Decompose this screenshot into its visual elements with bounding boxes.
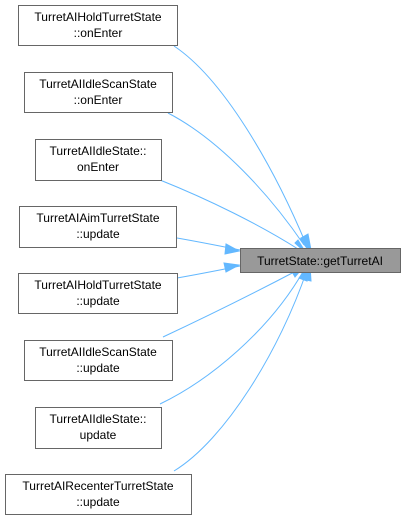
caller-node-1[interactable]: TurretAIHoldTurretState ::onEnter — [18, 5, 178, 46]
caller-node-4-line1: TurretAIAimTurretState — [36, 211, 159, 225]
caller-node-3[interactable]: TurretAIIdleState:: onEnter — [35, 139, 162, 181]
edge-caller-8 — [173, 263, 312, 472]
caller-node-4-line2: ::update — [76, 227, 120, 241]
caller-node-6-line2: ::update — [76, 361, 120, 375]
caller-node-3-line1: TurretAIIdleState:: — [50, 144, 147, 158]
edge-caller-5 — [176, 262, 241, 279]
caller-node-2-line1: TurretAIIdleScanState — [39, 77, 157, 91]
edge-caller-1 — [173, 45, 312, 252]
caller-node-4[interactable]: TurretAIAimTurretState ::update — [19, 206, 177, 248]
edge-caller-7 — [159, 263, 310, 405]
caller-node-7[interactable]: TurretAIIdleState:: update — [35, 407, 162, 449]
edge-caller-4 — [176, 237, 241, 255]
caller-node-1-line2: ::onEnter — [74, 26, 123, 40]
caller-node-5-line1: TurretAIHoldTurretState — [34, 278, 161, 292]
caller-node-6[interactable]: TurretAIIdleScanState ::update — [24, 340, 173, 381]
caller-node-6-line1: TurretAIIdleScanState — [39, 345, 157, 359]
caller-node-2-line2: ::onEnter — [74, 93, 123, 107]
edge-caller-3 — [159, 179, 307, 254]
caller-node-1-line1: TurretAIHoldTurretState — [34, 10, 161, 24]
target-node-label: TurretState::getTurretAI — [257, 254, 383, 268]
caller-node-8-line2: ::update — [76, 495, 120, 509]
caller-node-5[interactable]: TurretAIHoldTurretState ::update — [18, 273, 178, 314]
caller-node-5-line2: ::update — [76, 294, 120, 308]
caller-node-7-line1: TurretAIIdleState:: — [50, 412, 147, 426]
caller-node-8[interactable]: TurretAIRecenterTurretState ::update — [5, 474, 192, 515]
caller-node-3-line2: onEnter — [77, 160, 119, 174]
caller-node-8-line1: TurretAIRecenterTurretState — [22, 479, 173, 493]
caller-node-7-line2: update — [80, 428, 117, 442]
caller-node-2[interactable]: TurretAIIdleScanState ::onEnter — [24, 72, 173, 113]
target-node[interactable]: TurretState::getTurretAI — [240, 248, 401, 273]
edge-caller-2 — [167, 112, 310, 253]
